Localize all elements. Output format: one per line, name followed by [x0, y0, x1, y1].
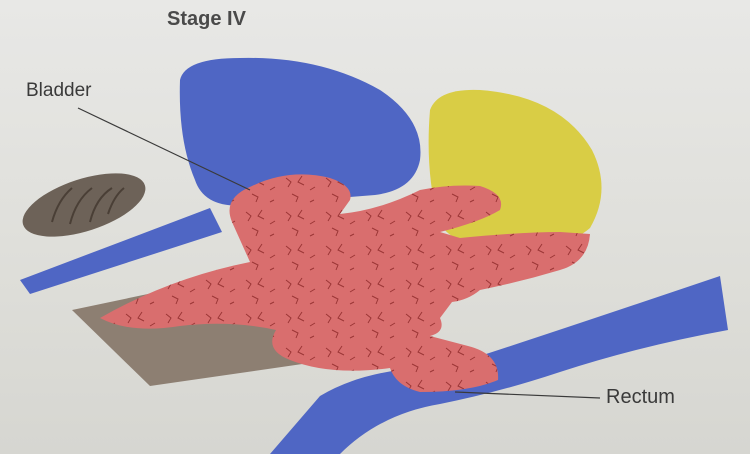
rectum-label: Rectum: [606, 386, 675, 409]
pubic-bone: [15, 160, 153, 249]
diagram-title: Stage IV: [167, 8, 246, 31]
bladder-label: Bladder: [26, 80, 92, 102]
